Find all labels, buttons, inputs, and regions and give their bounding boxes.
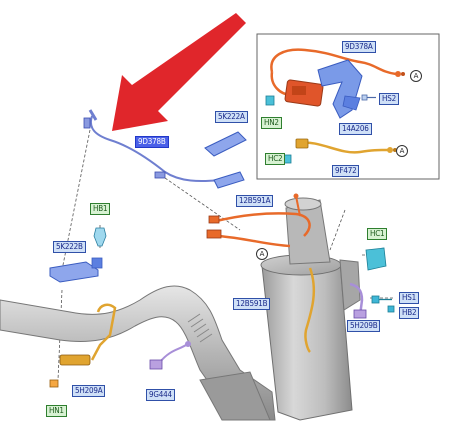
label-5k222b: 5K222B [53, 241, 86, 253]
highlight-arrow [112, 13, 246, 131]
bolt-hs1-part [371, 295, 395, 313]
connector-ref-a-can: A [256, 248, 268, 260]
label-5h209a: 5H209A [72, 385, 106, 397]
label-9d378a: 9D378A [342, 41, 376, 53]
label-hb2: HB2 [399, 307, 420, 319]
label-9f472: 9F472 [332, 165, 360, 177]
temperature-sensor-5h209a [49, 303, 117, 388]
label-12b591b: 12B591B [233, 298, 271, 310]
label-12b591a: 12B591A [236, 195, 274, 207]
label-hb1: HB1 [90, 203, 111, 215]
bracket-5k222a [204, 131, 247, 189]
sensor-5h209b [349, 282, 367, 319]
label-hs1: HS1 [399, 292, 419, 304]
label-hn1: HN1 [46, 405, 67, 417]
bolt-hs2-part [361, 94, 376, 101]
label-9g444: 9G444 [146, 389, 175, 401]
label-hs2: HS2 [379, 93, 399, 105]
temperature-sensor-12b591a [206, 193, 311, 248]
sensor-bracket [317, 59, 363, 119]
clip-hn2-part [265, 95, 275, 106]
label-hn2: HN2 [261, 117, 282, 129]
clip-hc1-part [365, 247, 387, 271]
connector-ref-a-top: A [410, 70, 422, 82]
label-hc1: HC1 [367, 228, 388, 240]
exhaust-pipe [0, 285, 276, 421]
label-5k222a: 5K222A [215, 111, 248, 123]
label-hc2: HC2 [265, 153, 286, 165]
nox-sensor-harness [270, 48, 405, 107]
label-5h209b: 5H209B [347, 320, 381, 332]
temperature-sensor-12b591b [304, 267, 316, 353]
sensor-harness-9d378b [83, 109, 221, 182]
sensor-9g444 [149, 341, 191, 370]
clip-hb1-part [93, 227, 107, 247]
connector-ref-a-mid: A [396, 145, 408, 157]
label-9d378b: 9D378B [135, 136, 169, 148]
label-14a206: 14A206 [339, 123, 372, 135]
bracket-5k222b [49, 257, 103, 283]
